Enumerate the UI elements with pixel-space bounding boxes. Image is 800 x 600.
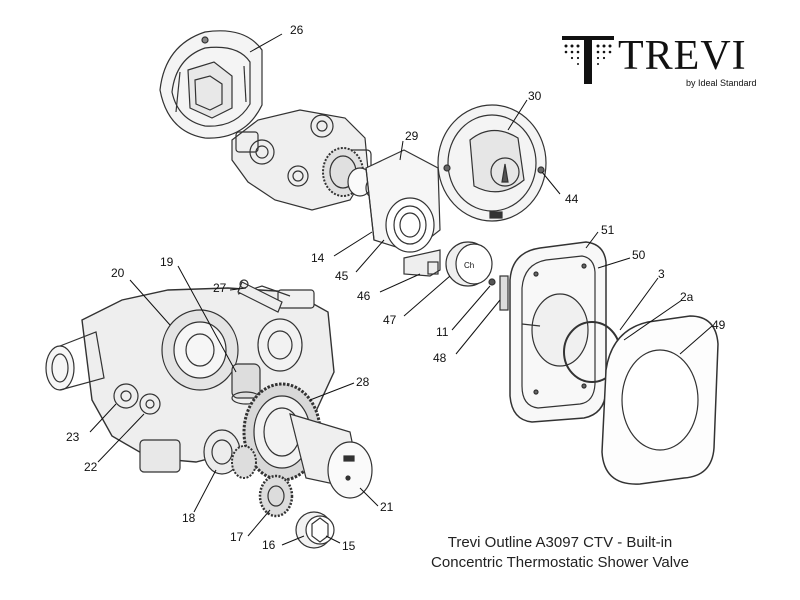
part-51-backplate (509, 241, 607, 423)
brand-name: TREVI (618, 33, 747, 79)
callout-46: 46 (357, 289, 371, 303)
callout-27: 27 (213, 281, 227, 295)
part-26-mounting-bracket (159, 30, 263, 139)
diagram-caption: Trevi Outline A3097 CTV - Built-in Conce… (380, 533, 740, 573)
part-11-screw (488, 278, 496, 286)
callout-47: 47 (383, 313, 397, 327)
callout-16: 16 (262, 538, 276, 552)
callout-26: 26 (290, 23, 304, 37)
brand-tagline: by Ideal Standard (686, 78, 757, 88)
callout-18: 18 (182, 511, 196, 525)
caption-line-1: Trevi Outline A3097 CTV - Built-in (447, 534, 673, 551)
part-17-small-gear (258, 474, 294, 518)
callout-20: 20 (111, 266, 125, 280)
callout-19: 19 (160, 255, 174, 269)
callout-14: 14 (311, 251, 325, 265)
callout-3: 3 (658, 267, 665, 281)
svg-text:Ch: Ch (464, 261, 474, 270)
callout-50: 50 (632, 248, 646, 262)
part-18-fitting (203, 429, 257, 479)
callout-labels: 26 30 29 44 14 45 46 47 11 48 51 50 3 2a… (66, 23, 726, 553)
callout-29: 29 (405, 129, 419, 143)
part-19-spindle (231, 363, 261, 405)
callout-11: 11 (436, 325, 449, 339)
callout-44: 44 (565, 192, 579, 206)
trevi-logo: TREVI by Ideal Standard (560, 32, 770, 94)
callout-17: 17 (230, 530, 244, 544)
part-21-cartridge (289, 413, 373, 499)
part-47-disc: Ch (445, 241, 493, 287)
part-48-pin (499, 275, 509, 311)
callout-48: 48 (433, 351, 447, 365)
callout-30: 30 (528, 89, 542, 103)
callout-28: 28 (356, 375, 370, 389)
part-30-cover-plate (437, 104, 547, 222)
part-49-faceplate-cover (601, 315, 719, 485)
leader-lines (89, 33, 713, 546)
callout-2a: 2a (680, 290, 694, 304)
part-16-nut (295, 511, 335, 549)
callout-45: 45 (335, 269, 349, 283)
upper-gear-cartridge (322, 147, 383, 199)
callout-51: 51 (601, 223, 615, 237)
trevi-logo-mark-icon (562, 36, 614, 84)
callout-22: 22 (84, 460, 98, 474)
callout-15: 15 (342, 539, 356, 553)
caption-line-2: Concentric Thermostatic Shower Valve (431, 554, 689, 571)
part-29-sleeve (365, 149, 441, 253)
part-46-clip (403, 249, 441, 277)
callout-21: 21 (380, 500, 394, 514)
callout-49: 49 (712, 318, 726, 332)
callout-23: 23 (66, 430, 80, 444)
